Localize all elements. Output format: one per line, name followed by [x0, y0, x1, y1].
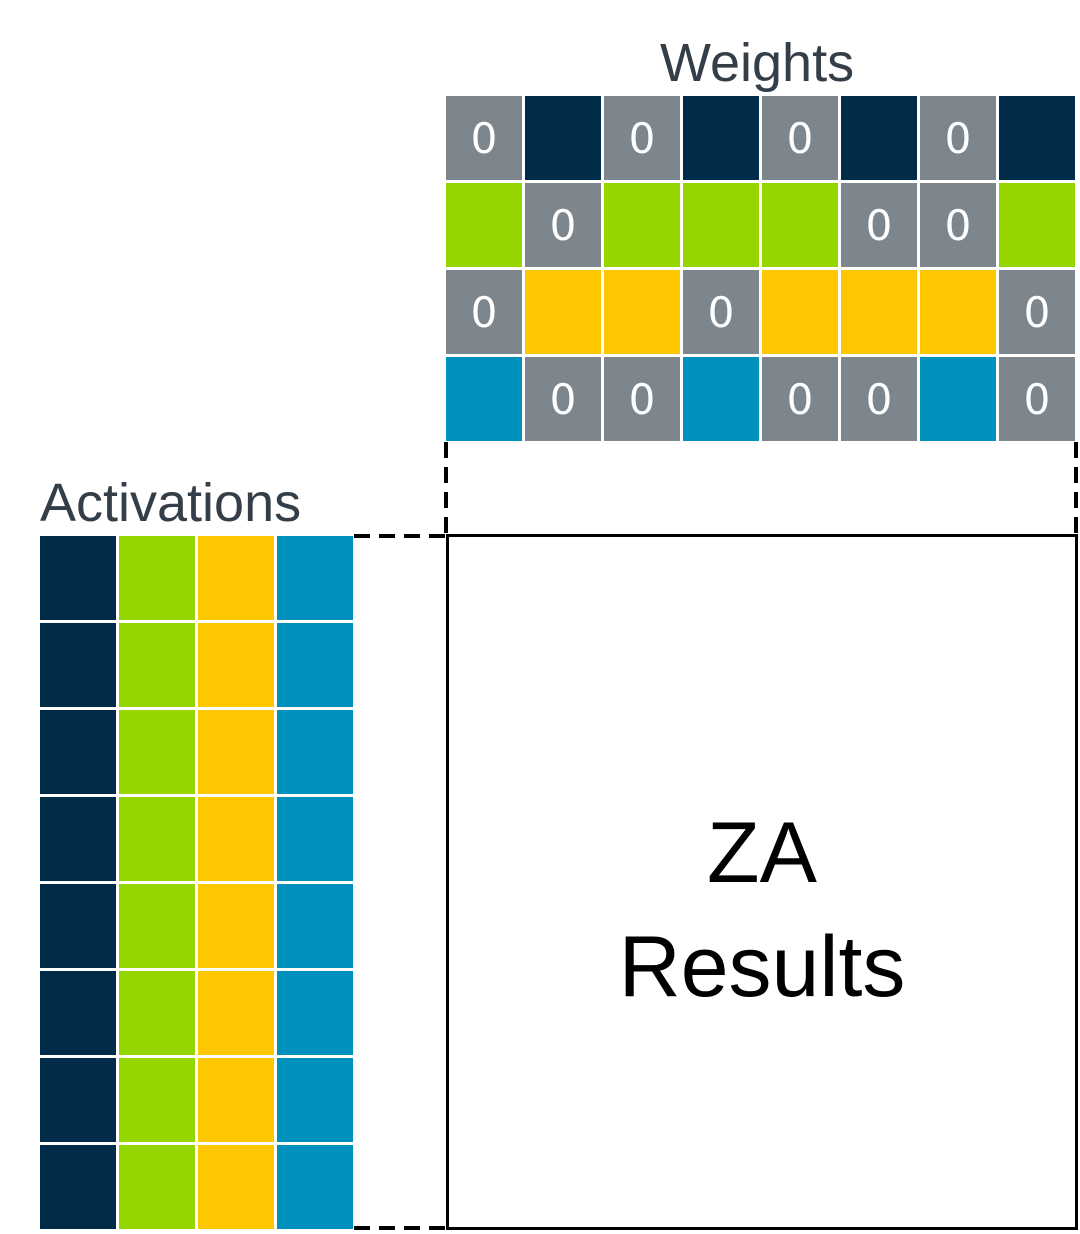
activation-cell — [277, 1145, 353, 1229]
activation-cell — [119, 1145, 195, 1229]
weights-title: Weights — [660, 33, 855, 93]
weight-cell — [920, 270, 996, 354]
activation-cell — [277, 884, 353, 968]
za-results-line2: Results — [618, 918, 906, 1015]
weight-zero-cell: 0 — [762, 96, 838, 180]
weight-cell — [841, 270, 917, 354]
activation-cell — [119, 884, 195, 968]
weight-zero-cell: 0 — [446, 270, 522, 354]
activations-title: Activations — [40, 473, 302, 533]
weight-zero-cell: 0 — [999, 357, 1075, 441]
weight-zero-cell: 0 — [683, 270, 759, 354]
weight-zero-cell: 0 — [604, 96, 680, 180]
activation-cell — [198, 623, 274, 707]
weight-zero-cell: 0 — [999, 270, 1075, 354]
weight-cell — [762, 183, 838, 267]
activation-cell — [119, 971, 195, 1055]
weight-zero-cell: 0 — [841, 183, 917, 267]
weight-zero-cell: 0 — [525, 183, 601, 267]
activation-cell — [119, 797, 195, 881]
weight-zero-cell: 0 — [920, 183, 996, 267]
activation-cell — [198, 797, 274, 881]
weight-cell — [683, 357, 759, 441]
activation-cell — [198, 884, 274, 968]
activation-cell — [277, 623, 353, 707]
activation-cell — [277, 797, 353, 881]
activation-cell — [40, 884, 116, 968]
activation-cell — [198, 536, 274, 620]
activation-cell — [40, 1058, 116, 1142]
weight-zero-cell: 0 — [604, 357, 680, 441]
activation-cell — [40, 1145, 116, 1229]
activation-cell — [198, 971, 274, 1055]
za-results-line1: ZA — [707, 805, 817, 901]
activation-cell — [277, 971, 353, 1055]
za-results-box: ZA Results — [446, 534, 1078, 1230]
activation-cell — [40, 797, 116, 881]
activation-cell — [40, 710, 116, 794]
weight-cell — [525, 270, 601, 354]
activation-cell — [119, 1058, 195, 1142]
activation-cell — [198, 1145, 274, 1229]
weight-zero-cell: 0 — [525, 357, 601, 441]
weight-cell — [999, 183, 1075, 267]
weight-cell — [446, 357, 522, 441]
activation-cell — [198, 1058, 274, 1142]
activation-cell — [198, 710, 274, 794]
activation-cell — [119, 710, 195, 794]
activation-cell — [40, 623, 116, 707]
activation-cell — [40, 971, 116, 1055]
weight-zero-cell: 0 — [841, 357, 917, 441]
weight-cell — [446, 183, 522, 267]
weight-zero-cell: 0 — [920, 96, 996, 180]
activation-cell — [277, 1058, 353, 1142]
activation-cell — [119, 536, 195, 620]
activation-cell — [277, 536, 353, 620]
weight-cell — [762, 270, 838, 354]
activation-cell — [40, 536, 116, 620]
weight-cell — [525, 96, 601, 180]
weight-cell — [683, 96, 759, 180]
weight-zero-cell: 0 — [446, 96, 522, 180]
za-results-label: ZA Results — [449, 797, 1075, 1024]
activation-cell — [277, 710, 353, 794]
weight-cell — [604, 183, 680, 267]
weight-cell — [920, 357, 996, 441]
weight-cell — [683, 183, 759, 267]
weight-cell — [841, 96, 917, 180]
activation-cell — [119, 623, 195, 707]
weight-zero-cell: 0 — [762, 357, 838, 441]
weight-cell — [604, 270, 680, 354]
weight-cell — [999, 96, 1075, 180]
